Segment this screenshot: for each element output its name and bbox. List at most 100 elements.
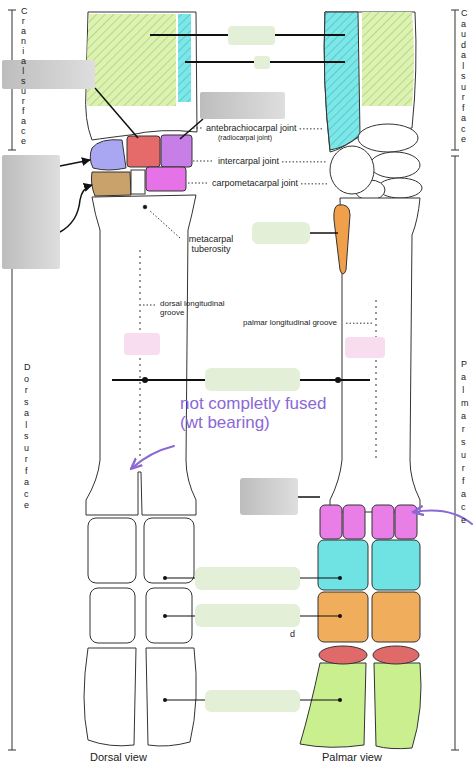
ulna-fill — [178, 14, 191, 102]
blank-answer-box — [228, 26, 275, 45]
phalanx-bone — [90, 588, 135, 643]
dimension-tick — [451, 750, 459, 751]
leader-dot — [142, 377, 148, 383]
dimension-line — [455, 10, 456, 150]
dimension-tick — [451, 150, 459, 151]
dotted-leader — [149, 210, 180, 238]
groove-line — [376, 300, 377, 460]
metacarpal-v-bone — [334, 205, 350, 274]
carpal-bone — [161, 135, 192, 167]
dimension-line — [455, 156, 456, 750]
joint-label: carpometacarpal joint — [212, 178, 298, 188]
tuberosity-dot — [143, 205, 147, 209]
dimension-tick — [451, 156, 459, 157]
blank-answer-box — [205, 368, 300, 391]
structure-label: palmar longitudinal groove — [243, 318, 343, 327]
leader-dots — [142, 377, 342, 702]
dimension-tick — [451, 10, 459, 11]
carpal-bone — [358, 124, 418, 152]
leader-dot — [338, 698, 342, 702]
joint-label: antebrachiocarpal joint — [206, 123, 297, 133]
leader-arrow — [60, 160, 90, 166]
distal-sesamoid-bone — [319, 646, 367, 664]
phalanx-bone — [374, 663, 421, 749]
surface-label: Caudal surface — [461, 8, 466, 145]
radius-fill — [87, 14, 176, 106]
carpal-bone — [370, 152, 420, 178]
carpal-bone — [91, 172, 131, 196]
carpal-bone — [127, 136, 160, 167]
leader-line — [180, 119, 203, 139]
leader-dot — [335, 377, 341, 383]
sesamoid-bone — [372, 505, 394, 539]
phalanx-bone — [372, 592, 420, 642]
surface-label: Palmar surface — [461, 358, 466, 527]
stray-letter: d — [290, 629, 295, 639]
dotted-leader — [188, 183, 208, 184]
blank-answer-box — [195, 567, 300, 590]
joint-label: intercarpal joint — [218, 156, 279, 166]
blank-answer-box — [205, 690, 300, 712]
leader-line — [95, 88, 138, 138]
dotted-leader — [301, 183, 328, 184]
blank-answer-box — [2, 60, 95, 89]
leader-dot — [338, 614, 342, 618]
blank-answer-box — [195, 604, 300, 627]
leader-line — [310, 232, 338, 234]
radius-fill — [362, 12, 414, 106]
joint-sublabel: (radiocarpal joint) — [218, 134, 272, 142]
carpal-bone — [146, 167, 186, 191]
leader-dot — [163, 576, 167, 580]
answer-boxes — [2, 26, 385, 712]
handwritten-arrows — [132, 446, 472, 524]
phalanx-bone — [88, 518, 136, 583]
dotted-leader — [143, 305, 157, 306]
view-caption: Dorsal view — [90, 751, 147, 764]
phalanx-bone — [372, 540, 420, 590]
dotted-leader — [282, 161, 326, 162]
dimension-tick — [8, 150, 16, 151]
dimension-bracket — [8, 10, 459, 750]
phalanx-bone — [84, 648, 136, 746]
leader-lines — [60, 35, 370, 700]
blank-answer-box — [252, 222, 310, 244]
radius-bone — [86, 12, 197, 140]
blank-answer-box — [240, 478, 298, 515]
phalanx-bone — [318, 540, 368, 590]
metacarpal-bone — [330, 198, 420, 512]
leader-dot — [338, 576, 342, 580]
ulna-bone — [324, 12, 360, 150]
phalanx-bone — [144, 518, 194, 583]
leader-line — [298, 496, 320, 498]
dotted-leaders — [282, 129, 372, 323]
leader-dot — [163, 698, 167, 702]
blank-answer-box — [345, 337, 385, 358]
sesamoid-bone — [320, 505, 342, 539]
dotted-leaders — [143, 128, 214, 305]
structure-label: dorsal longitudinal groove — [160, 299, 246, 317]
blank-answer-box — [2, 155, 60, 269]
leader-arrow — [60, 185, 92, 232]
sesamoid-bone — [395, 505, 417, 539]
phalanx-bone — [146, 648, 196, 746]
blank-answer-box — [200, 92, 285, 119]
dotted-leader — [300, 128, 323, 129]
dotted-leader — [346, 323, 372, 324]
dimension-tick — [8, 750, 16, 751]
carpal-bone — [131, 170, 145, 194]
phalanx-bone — [300, 663, 366, 747]
sesamoid-bone — [343, 505, 365, 539]
phalanx-bone — [318, 592, 368, 642]
surface-label: Dorsal surface — [24, 362, 29, 512]
accessory-carpal-bone — [330, 146, 374, 194]
distal-sesamoid-bone — [373, 646, 419, 664]
dotted-leader — [193, 161, 214, 162]
carpal-bone — [90, 140, 126, 170]
handwritten-note: not completly fused (wt bearing) — [180, 395, 335, 432]
handwritten-arrow — [132, 446, 174, 468]
view-caption: Palmar view — [322, 751, 382, 764]
structure-label: metacarpal tuberosity — [180, 234, 242, 255]
